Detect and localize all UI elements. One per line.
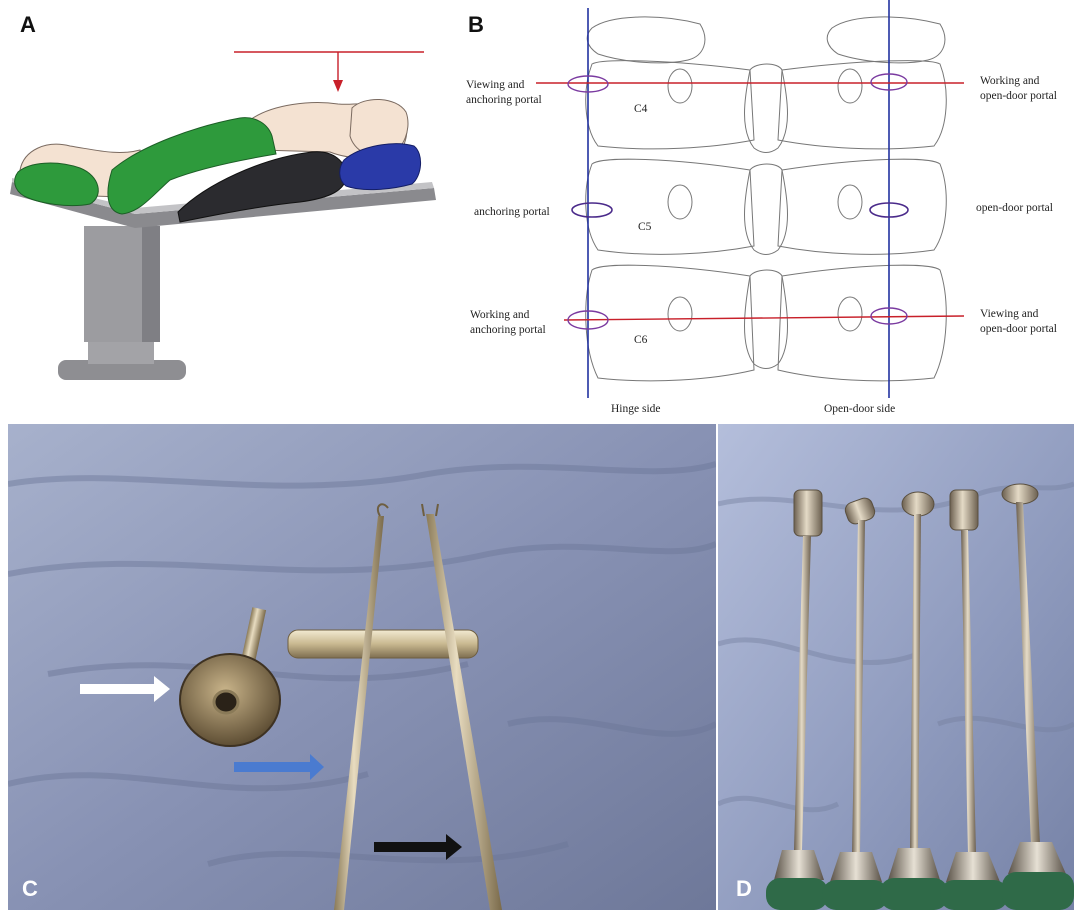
table-base-foot [58, 360, 186, 380]
blue-cloth-background-d [718, 424, 1074, 910]
panel-label-b: B [468, 12, 484, 37]
right-label-c4-line1: Working and [980, 75, 1040, 87]
portal-oval-left-c5 [571, 202, 613, 218]
instrument-1 [766, 489, 828, 910]
instrument-photo-c [8, 424, 716, 910]
knob-tool-hole [212, 689, 240, 715]
panel-label-a: A [20, 12, 36, 37]
arrow-right-icon [310, 754, 324, 780]
right-label-c6-line1: Viewing and [980, 308, 1039, 320]
left-label-c6-line2: anchoring portal [470, 324, 546, 336]
panel-a: A [0, 0, 450, 420]
green-drape-legs [14, 162, 99, 207]
instrument-3 [880, 491, 948, 910]
portal-oval-right-c5 [869, 202, 909, 218]
knob-shaft [239, 607, 267, 669]
probe-right [426, 514, 502, 910]
panel-c: C [8, 424, 716, 910]
instrument-4 [940, 489, 1008, 910]
portal-oval-right-c4 [870, 73, 908, 91]
black-arrow [374, 834, 462, 860]
vertebra-outlines [585, 16, 947, 382]
instrument-5 [1001, 483, 1074, 910]
left-label-c4-line1: Viewing and [466, 79, 525, 91]
head-pillow [339, 143, 421, 191]
panel-d: D [718, 424, 1074, 910]
cloth-folds-d [718, 481, 1074, 813]
metal-cylinder [287, 629, 479, 659]
table-column-shade [142, 226, 160, 342]
table-base-neck [88, 338, 154, 364]
open-door-side-label: Open-door side [824, 403, 895, 415]
instrument-photo-d [718, 424, 1074, 910]
green-drape-body [107, 117, 277, 215]
white-arrow [80, 676, 170, 702]
probe-left-hook [376, 503, 389, 517]
portal-oval-left-c4 [567, 75, 609, 93]
cervical-portal-diagram: C4 C5 C6 Viewing and anchoring portal an… [466, 0, 1057, 415]
left-label-c6-line1: Working and [470, 309, 530, 321]
probe-right-fork [421, 503, 439, 517]
arrow-right-icon [446, 834, 462, 860]
vertebra-label-c5: C5 [638, 221, 652, 233]
hinge-side-label: Hinge side [611, 403, 661, 415]
right-label-c5: open-door portal [976, 202, 1053, 214]
panel-label-d: D [736, 876, 752, 901]
arrow-right-icon [154, 676, 170, 702]
portal-oval-left-c6 [567, 310, 609, 330]
c6-portal-line [563, 315, 965, 321]
right-label-c6-line2: open-door portal [980, 323, 1057, 335]
probe-left [334, 516, 384, 910]
panel-label-c: C [22, 876, 38, 901]
left-label-c5: anchoring portal [474, 206, 550, 218]
panel-b: C4 C5 C6 Viewing and anchoring portal an… [452, 0, 1084, 420]
vertebra-label-c4: C4 [634, 103, 648, 115]
instrument-2 [822, 497, 888, 910]
right-label-c4-line2: open-door portal [980, 90, 1057, 102]
table-top-surface [10, 182, 436, 228]
left-label-c4-line2: anchoring portal [466, 94, 542, 106]
portal-oval-right-c6 [870, 307, 908, 325]
red-arrowhead [333, 80, 343, 92]
blue-arrow [234, 754, 324, 780]
vertebra-label-c6: C6 [634, 334, 648, 346]
prone-position-illustration [10, 51, 436, 380]
